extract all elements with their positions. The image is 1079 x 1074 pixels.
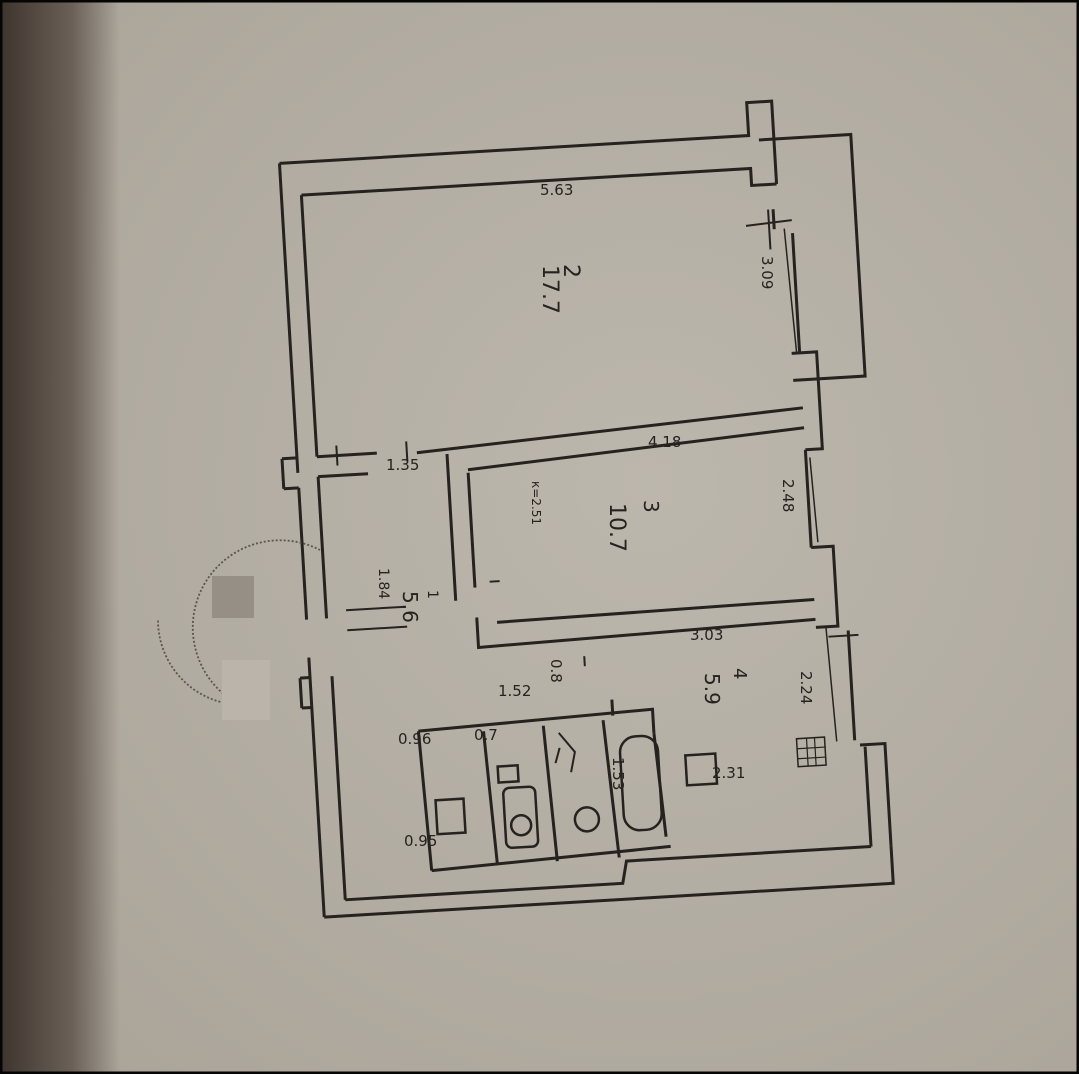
wall-wet-block-top — [418, 699, 656, 734]
wall-room2-room3 — [316, 406, 804, 479]
wall-room3-left — [445, 453, 477, 601]
room4-side: 2.31 — [712, 764, 745, 782]
wall-room3-bottom — [475, 597, 816, 650]
outer-wall-bottom — [324, 845, 895, 919]
room4-length: 3.03 — [690, 626, 723, 644]
sink-icon — [496, 764, 520, 784]
page-shadow — [0, 0, 120, 1074]
hall-width: 1.84 — [375, 568, 391, 599]
hall-number: 1 — [424, 590, 440, 599]
redacted-mark — [212, 576, 254, 618]
toilet-bowl-icon — [509, 813, 533, 837]
window-right-upper — [783, 228, 838, 742]
outer-wall-top — [279, 99, 777, 197]
room4-width: 2.24 — [797, 671, 815, 704]
toilet-icon — [502, 785, 540, 850]
outer-wall-right — [771, 138, 893, 847]
stove-icon — [683, 752, 719, 787]
hall-area: 5.6 — [398, 591, 422, 623]
wall-room3-top-inner — [467, 426, 805, 472]
hall-top: 1.35 — [386, 456, 419, 474]
room3-area: 10.7 — [604, 503, 629, 552]
wc-fixtures — [434, 734, 827, 850]
wc-length: 0.95 — [404, 832, 437, 850]
room4-number: 4 — [729, 668, 750, 679]
wall-stub-left-2 — [298, 676, 312, 710]
room2-length: 5.63 — [540, 181, 573, 199]
room2-width: 3.09 — [758, 256, 776, 289]
outer-wall-left-upper — [277, 163, 319, 473]
bath-small: 0.7 — [474, 726, 498, 744]
wc-width: 0.96 — [398, 730, 431, 748]
redacted-blur — [222, 660, 270, 720]
bathtub-icon — [618, 734, 663, 832]
wc-box-icon — [434, 797, 467, 836]
outer-wall-left-lower — [307, 657, 347, 918]
gas-icon — [573, 806, 601, 833]
room3-number: 3 — [639, 500, 663, 513]
bath-width: 1.52 — [498, 682, 531, 700]
plan-group — [277, 99, 895, 919]
room2-area: 17.7 — [537, 265, 562, 314]
room3-side: к=2.51 — [529, 481, 543, 525]
wet-depth: 0.8 — [547, 659, 565, 683]
vent-icon — [795, 736, 827, 768]
room3-width: 2.48 — [779, 479, 797, 512]
outer-wall-left-mid — [297, 476, 329, 620]
wall-wet-bottom — [431, 844, 671, 873]
room2-number: 2 — [558, 264, 583, 278]
vent-grid-icon — [797, 737, 826, 767]
bath-right: 1.53 — [609, 757, 627, 790]
wall-stub-left-1 — [280, 456, 299, 491]
room3-length: 4.18 — [648, 433, 681, 451]
dim-ticks — [335, 209, 859, 667]
balcony-outline — [758, 132, 867, 382]
room4-area: 5.9 — [700, 673, 724, 705]
wall-wet-block — [416, 720, 668, 871]
wc-door-swing — [554, 732, 576, 773]
